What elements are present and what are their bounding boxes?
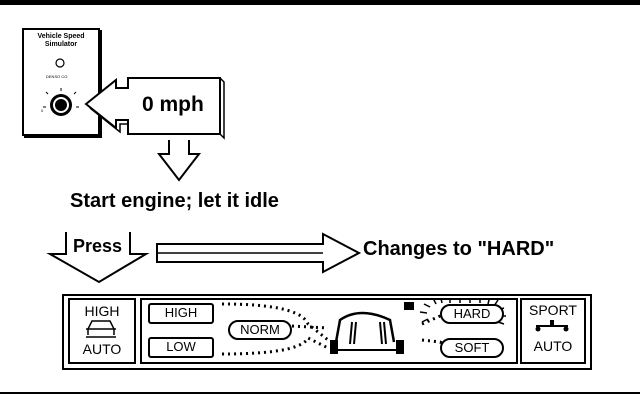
car-icon	[86, 320, 116, 338]
simulator-title-line1: Vehicle Speed	[37, 33, 85, 40]
sport-label: SPORT	[529, 302, 577, 318]
top-rule	[0, 0, 640, 5]
changes-arrow	[156, 232, 362, 274]
sport-auto-switch[interactable]	[520, 298, 586, 364]
press-label: Press	[73, 236, 123, 256]
result-text: Changes to "HARD"	[363, 238, 555, 260]
simulator-face	[43, 58, 79, 116]
height-norm-indicator: NORM	[228, 320, 292, 340]
suspension-switch-icon	[535, 320, 569, 332]
height-low-indicator: LOW	[148, 337, 214, 358]
height-high-indicator: HIGH	[148, 303, 214, 324]
left-high-label: HIGH	[84, 303, 120, 319]
step-start-engine: Start engine; let it idle	[70, 190, 279, 212]
right-auto-label: AUTO	[533, 338, 573, 354]
left-auto-label: AUTO	[82, 341, 122, 357]
speed-callout-arrow	[84, 77, 225, 140]
simulator-title-line2: Simulator	[44, 41, 78, 48]
speed-dial[interactable]	[50, 94, 72, 116]
damping-hard-indicator: HARD	[440, 304, 504, 324]
press-arrow	[46, 232, 150, 284]
height-auto-indicator	[68, 298, 136, 364]
down-arrow	[156, 140, 202, 182]
bottom-rule	[0, 392, 640, 394]
speed-callout-text: 0 mph	[142, 93, 204, 116]
simulator-brand: DENSO CO.	[46, 74, 69, 79]
simulator-dial-zero: 0	[41, 108, 44, 113]
damping-soft-indicator: SOFT	[440, 338, 504, 358]
vehicle-speed-simulator: Vehicle Speed Simulator DENSO CO. 0	[22, 28, 100, 136]
simulator-title: Vehicle Speed Simulator	[26, 33, 96, 49]
indicator-display	[140, 298, 518, 364]
suspension-panel	[62, 294, 592, 370]
